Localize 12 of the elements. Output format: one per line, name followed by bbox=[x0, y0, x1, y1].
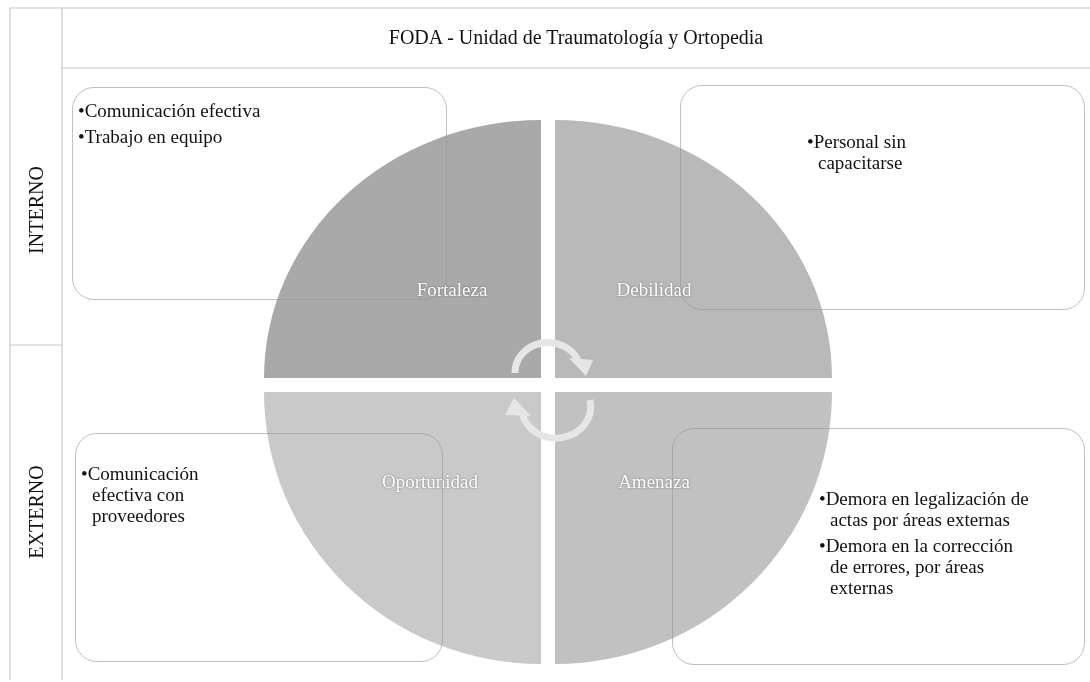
bullet-item: •Comunicación efectiva con proveedores bbox=[81, 463, 200, 526]
quadrant-label: Debilidad bbox=[616, 279, 692, 301]
bullet-item: •Comunicación efectiva bbox=[78, 100, 262, 121]
quadrant-label: Fortaleza bbox=[416, 279, 488, 301]
bullet-item: •Demora en la corrección de errores, por áreas externas bbox=[819, 535, 1014, 598]
quadrant-label: Amenaza bbox=[618, 471, 690, 493]
row-header: INTERNO bbox=[24, 166, 48, 254]
bullet-item: •Personal sin capacitarse bbox=[807, 131, 907, 173]
bullet-item: •Demora en legalización de actas por áreas externas bbox=[819, 488, 1030, 530]
row-header: EXTERNO bbox=[24, 465, 48, 559]
diagram-title: FODA - Unidad de Traumatología y Ortopedia bbox=[388, 26, 764, 49]
bullet-item: •Trabajo en equipo bbox=[78, 126, 224, 147]
